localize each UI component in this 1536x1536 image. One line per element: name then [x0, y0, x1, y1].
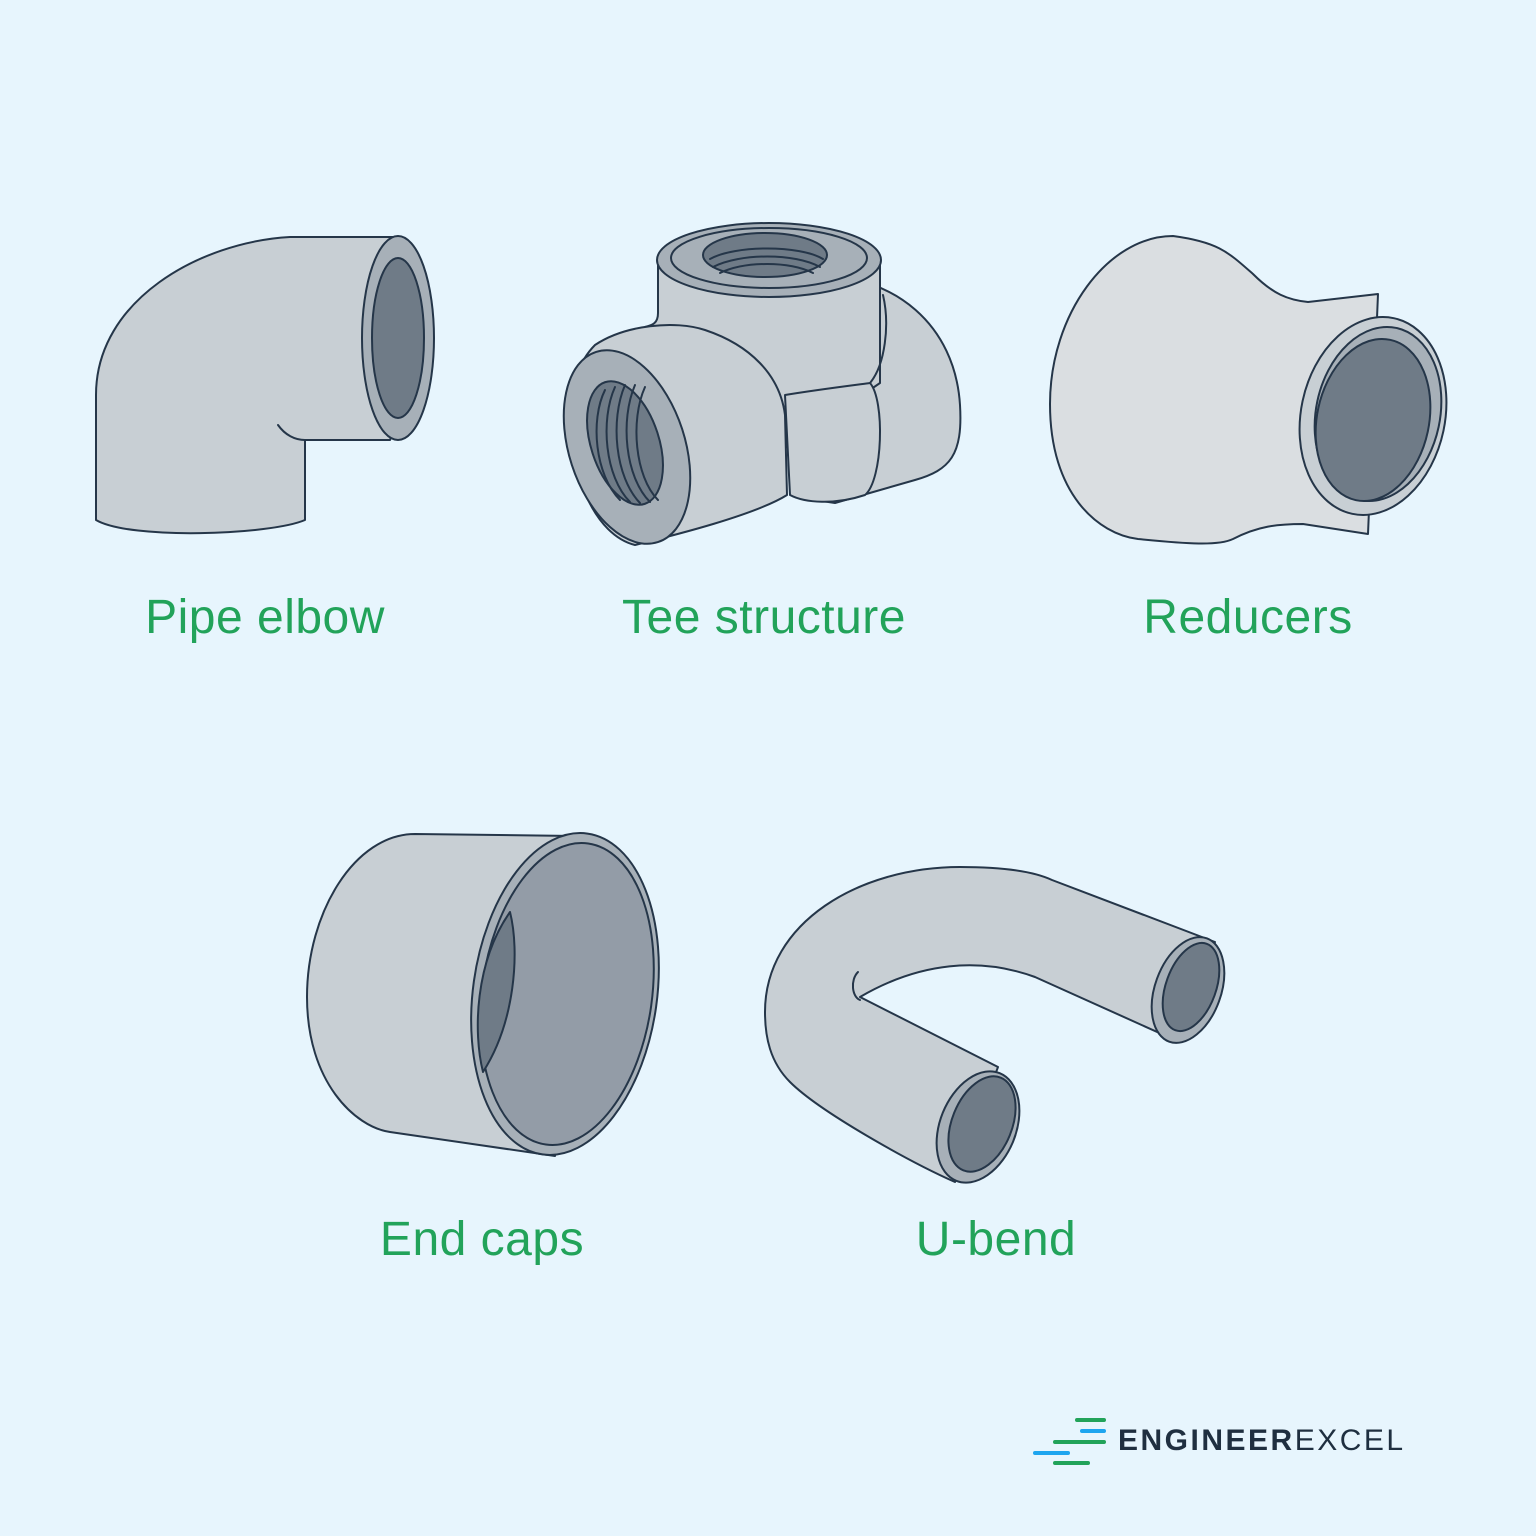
tee-structure-label: Tee structure [622, 591, 906, 644]
brand-name-light: EXCEL [1294, 1424, 1406, 1457]
end-caps-label: End caps [379, 1213, 585, 1266]
end-caps-illustration [305, 832, 665, 1162]
reducers-illustration [1048, 234, 1453, 546]
engineerexcel-logo: ENGINEEREXCEL [1032, 1415, 1406, 1467]
pipe-elbow-label: Pipe elbow [145, 591, 385, 644]
brand-name-bold: ENGINEER [1118, 1424, 1295, 1457]
tee-structure-illustration [562, 215, 965, 555]
pipe-elbow-illustration [90, 230, 440, 540]
u-bend-illustration [760, 862, 1235, 1192]
reducers-label: Reducers [1143, 591, 1353, 644]
speed-lines-icon [1032, 1415, 1106, 1467]
u-bend-label: U-bend [915, 1213, 1077, 1266]
brand-name: ENGINEEREXCEL [1118, 1426, 1406, 1456]
